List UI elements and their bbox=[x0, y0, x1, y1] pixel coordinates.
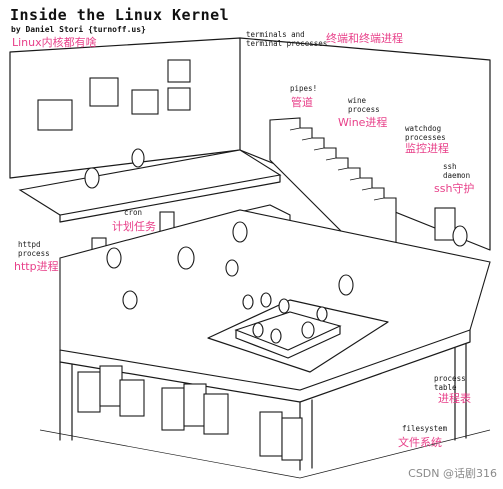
pillar bbox=[59, 361, 73, 441]
filing-cabinets bbox=[77, 365, 303, 461]
wall-poster bbox=[167, 59, 191, 83]
staircase bbox=[269, 117, 397, 251]
wall-poster bbox=[167, 87, 191, 111]
filesystem-label: filesystem bbox=[402, 424, 448, 433]
pillar bbox=[454, 343, 467, 441]
cron-label: cron bbox=[124, 208, 143, 217]
process-table-rug bbox=[207, 299, 389, 373]
ssh-annotation: ssh守护 bbox=[434, 182, 475, 195]
comic-byline: by Daniel Stori {turnoff.us} bbox=[11, 25, 146, 34]
pipes-annotation: 管道 bbox=[291, 96, 313, 109]
wall-poster bbox=[37, 99, 73, 131]
comic-title: Inside the Linux Kernel bbox=[10, 6, 230, 24]
ground-floor bbox=[39, 429, 491, 479]
upper-floor-edge bbox=[59, 174, 281, 223]
penguins bbox=[84, 148, 468, 344]
httpd-annotation: http进程 bbox=[14, 260, 59, 273]
pipes-label: pipes! bbox=[290, 84, 318, 93]
wall-poster bbox=[89, 77, 119, 107]
wine-annotation: Wine进程 bbox=[338, 116, 388, 129]
watchdog-annotation: 监控进程 bbox=[405, 142, 449, 155]
wall-poster bbox=[131, 89, 159, 115]
csdn-watermark: CSDN @话剧316 bbox=[408, 467, 497, 480]
cron-annotation: 计划任务 bbox=[112, 220, 156, 233]
terminals-annotation: 终端和终端进程 bbox=[326, 32, 403, 45]
linux-kernel-annotation: Linux内核都有啥 bbox=[12, 36, 97, 49]
filesystem-annotation: 文件系统 bbox=[398, 436, 442, 449]
process-table-annotation: 进程表 bbox=[438, 392, 471, 405]
ssh-door bbox=[434, 207, 456, 241]
